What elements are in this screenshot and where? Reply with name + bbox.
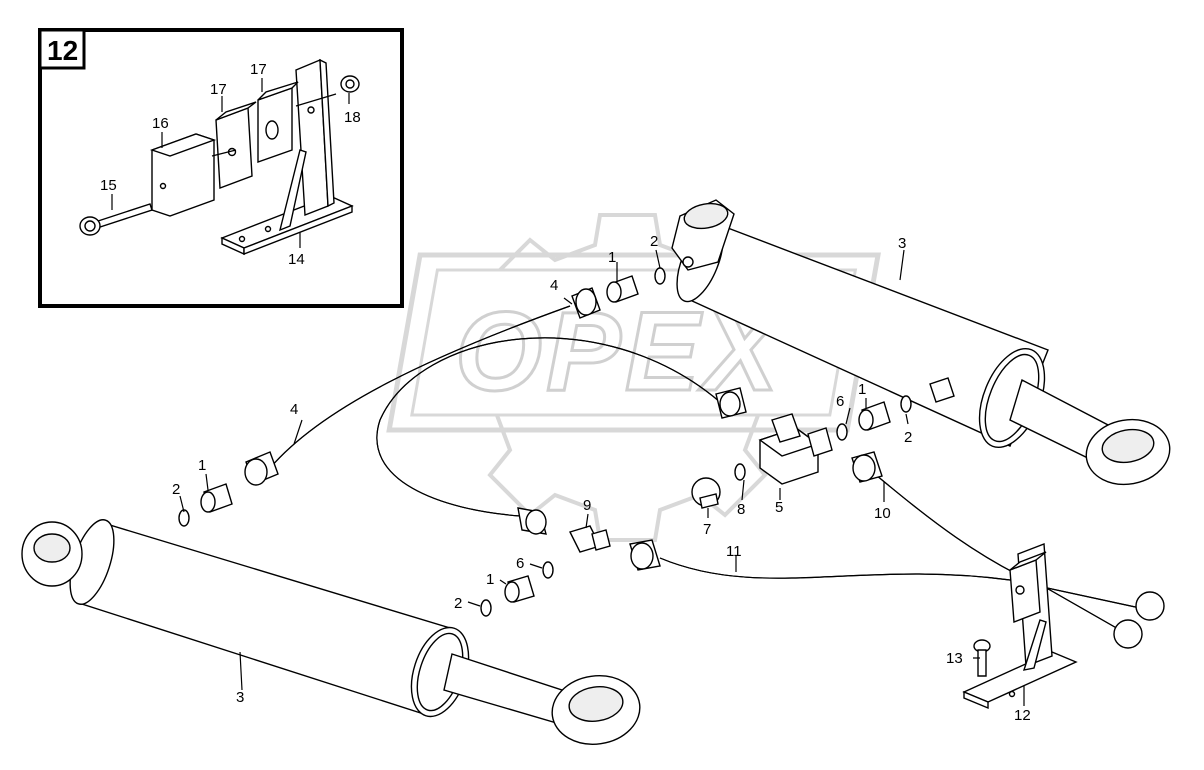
hydraulic-cylinder-top [671, 199, 1171, 486]
label-1-left: 1 [198, 457, 206, 474]
label-18: 18 [344, 109, 361, 126]
label-9: 9 [583, 497, 591, 514]
nut-18 [340, 75, 360, 93]
o-ring-2d [480, 599, 492, 617]
bolt-15 [79, 203, 153, 236]
label-1-right: 1 [858, 381, 866, 398]
o-ring-8 [734, 463, 746, 481]
tee-block-5 [758, 413, 833, 485]
label-1-lower: 1 [486, 571, 494, 588]
label-2-right: 2 [904, 429, 912, 446]
label-2-lower: 2 [454, 595, 462, 612]
elbow-9 [569, 525, 611, 553]
label-14: 14 [288, 251, 305, 268]
fittings [178, 267, 1165, 649]
label-7: 7 [703, 521, 711, 538]
bolt-13 [973, 639, 991, 677]
label-2-left: 2 [172, 481, 180, 498]
label-3-bottom: 3 [236, 689, 244, 706]
cover-16 [149, 133, 217, 217]
hose-end-right-lower [1113, 619, 1143, 649]
label-5: 5 [775, 499, 783, 516]
label-1-top: 1 [608, 249, 616, 266]
o-ring-2a [654, 267, 666, 285]
hose-end-right-upper [1135, 591, 1165, 621]
bracket-12 [962, 543, 1078, 710]
hydraulic-cylinder-bottom [21, 519, 641, 745]
plug-7 [691, 477, 721, 509]
inset-box: 12 [38, 28, 404, 308]
label-12: 12 [1014, 707, 1031, 724]
label-6-lower: 6 [516, 555, 524, 572]
o-ring-6a [836, 423, 848, 441]
hose-10 [869, 469, 1121, 631]
label-11: 11 [726, 543, 742, 560]
bracket-14 [220, 58, 354, 256]
label-17-lower: 17 [210, 81, 227, 98]
label-4-top: 4 [550, 277, 558, 294]
label-8: 8 [737, 501, 745, 518]
label-13: 13 [946, 650, 963, 667]
o-ring-6b [542, 561, 554, 579]
clamp-half-17b [257, 81, 299, 163]
o-ring-2b [900, 395, 912, 413]
label-17-upper: 17 [250, 61, 267, 78]
inset-number: 12 [47, 35, 78, 66]
part-labels: 18 17 17 16 15 14 3 2 1 4 6 1 2 4 1 2 9 … [100, 61, 1031, 724]
label-3-top: 3 [898, 235, 906, 252]
clamp-half-17a [215, 101, 257, 189]
label-16: 16 [152, 115, 169, 132]
o-ring-2c [178, 509, 190, 527]
leader-lines [179, 249, 1025, 706]
label-2-top: 2 [650, 233, 658, 250]
label-4-left: 4 [290, 401, 298, 418]
inset-number-box [38, 28, 86, 70]
label-15: 15 [100, 177, 117, 194]
label-6-right: 6 [836, 393, 844, 410]
label-10: 10 [874, 505, 891, 522]
